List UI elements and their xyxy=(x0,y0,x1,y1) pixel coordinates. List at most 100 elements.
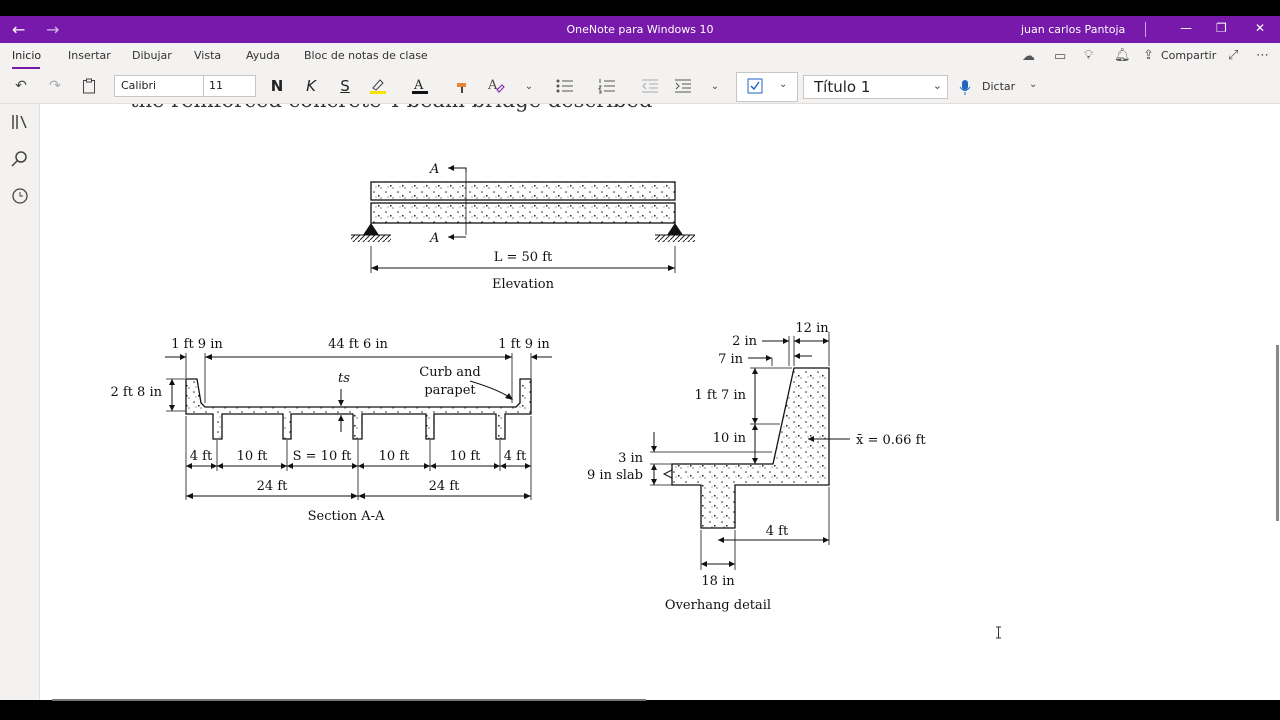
half-width-right: 24 ft xyxy=(429,479,460,494)
slab-thickness-label: ts xyxy=(338,371,350,386)
todo-checkbox-icon xyxy=(747,78,763,98)
back-arrow-icon[interactable]: ← xyxy=(12,20,26,39)
elevation-caption: Elevation xyxy=(492,277,555,292)
spacing-10ft-1: 10 ft xyxy=(237,449,268,464)
more-options-icon[interactable]: ⋯ xyxy=(1256,48,1269,63)
svg-text:A: A xyxy=(413,78,424,93)
spacing-10ft-2: 10 ft xyxy=(379,449,410,464)
svg-text:A: A xyxy=(487,78,498,93)
increase-indent-icon[interactable] xyxy=(673,76,693,96)
tab-bloc-de-notas[interactable]: Bloc de notas de clase xyxy=(304,49,428,62)
style-selector[interactable]: Título 1 ⌄ xyxy=(803,75,948,99)
sync-status-icon[interactable]: ☁ xyxy=(1022,49,1035,64)
bottom-black-band xyxy=(0,700,1280,720)
microphone-icon[interactable] xyxy=(958,79,972,99)
font-size[interactable]: 11 xyxy=(209,79,223,92)
bold-button[interactable]: N xyxy=(270,77,284,95)
spacing-s: S = 10 ft xyxy=(293,449,353,464)
style-name: Título 1 xyxy=(814,78,871,96)
paragraph-more-chevron-icon[interactable]: ⌄ xyxy=(710,80,720,92)
numbered-list-icon[interactable] xyxy=(597,76,617,96)
tab-dibujar[interactable]: Dibujar xyxy=(132,49,172,62)
top-black-band xyxy=(0,0,1280,16)
font-box-divider xyxy=(203,76,204,96)
bridge-figure: the reinforced concrete T-beam bridge de… xyxy=(110,104,1001,639)
style-chevron-icon: ⌄ xyxy=(932,79,942,92)
fullscreen-icon[interactable]: ⤢ xyxy=(1228,48,1239,63)
text-cursor-icon xyxy=(996,626,1001,639)
tab-vista[interactable]: Vista xyxy=(194,49,222,62)
forward-arrow-icon[interactable]: → xyxy=(46,20,60,39)
notification-bell-icon[interactable]: 🔔︎ xyxy=(1114,48,1131,63)
horizontal-scrollbar[interactable] xyxy=(52,699,646,701)
share-button[interactable]: Compartir xyxy=(1161,49,1217,62)
maximize-icon[interactable]: ❐ xyxy=(1216,21,1227,35)
heading-fragment: the reinforced concrete T-beam bridge de… xyxy=(130,104,652,112)
share-icon[interactable]: ⇪ xyxy=(1143,48,1154,63)
bullet-list-icon[interactable] xyxy=(555,76,575,96)
right-support xyxy=(667,223,683,235)
todo-tag-box[interactable]: ⌄ xyxy=(736,72,798,102)
centroid-xbar: x̄ = 0.66 ft xyxy=(856,433,926,448)
dim-3in: 3 in xyxy=(618,451,644,466)
more-format-chevron-icon[interactable]: ⌄ xyxy=(524,80,534,92)
span-length: L = 50 ft xyxy=(494,250,553,265)
app-title: OneNote para Windows 10 xyxy=(566,23,714,36)
dim-7in: 7 in xyxy=(718,352,744,367)
titlebar-divider xyxy=(1145,22,1146,37)
lightbulb-icon[interactable]: 💡︎ xyxy=(1084,48,1094,63)
recent-notes-clock-icon[interactable] xyxy=(10,187,30,207)
font-name: Calibri xyxy=(121,79,157,92)
left-sidebar xyxy=(0,104,40,700)
notebooks-library-icon[interactable] xyxy=(10,114,30,134)
font-color-icon[interactable]: A xyxy=(410,76,430,96)
notebooks-icon[interactable]: ▭ xyxy=(1054,49,1067,64)
title-bar: ← → OneNote para Windows 10 juan carlos … xyxy=(0,16,1280,43)
clipboard-icon[interactable] xyxy=(80,76,98,96)
dim-1ft7in: 1 ft 7 in xyxy=(694,388,746,403)
user-name[interactable]: juan carlos Pantoja xyxy=(1021,23,1126,36)
dim-right-curb: 1 ft 9 in xyxy=(498,337,550,352)
spacing-4ft-right: 4 ft xyxy=(504,449,527,464)
dim-roadway: 44 ft 6 in xyxy=(328,337,388,352)
slab-thickness-9in: 9 in slab xyxy=(587,468,643,483)
tab-insertar[interactable]: Insertar xyxy=(68,49,111,62)
note-page[interactable]: the reinforced concrete T-beam bridge de… xyxy=(40,104,1280,700)
highlighter-icon[interactable] xyxy=(368,76,388,96)
section-mark-bottom: A xyxy=(429,231,439,246)
spacing-10ft-3: 10 ft xyxy=(450,449,481,464)
underline-button[interactable]: S xyxy=(340,77,350,95)
spacing-4ft-left: 4 ft xyxy=(190,449,213,464)
section-mark-top: A xyxy=(429,162,439,177)
dim-12in: 12 in xyxy=(795,321,829,336)
dim-left-curb: 1 ft 9 in xyxy=(171,337,223,352)
italic-button[interactable]: K xyxy=(306,77,316,95)
format-painter-icon[interactable] xyxy=(453,76,473,96)
dictate-button[interactable]: Dictar xyxy=(982,80,1016,93)
curb-label-line1: Curb and xyxy=(419,365,480,380)
close-icon[interactable]: ✕ xyxy=(1255,21,1266,35)
active-tab-indicator xyxy=(12,67,40,69)
tab-inicio[interactable]: Inicio xyxy=(12,49,42,62)
section-caption: Section A-A xyxy=(308,509,385,524)
redo-icon[interactable]: ↷ xyxy=(49,78,61,94)
dictate-chevron-icon[interactable]: ⌄ xyxy=(1029,79,1038,90)
search-icon[interactable] xyxy=(10,150,30,170)
vertical-scrollbar[interactable] xyxy=(1276,345,1279,521)
curb-label-line2: parapet xyxy=(424,383,476,398)
left-support xyxy=(363,223,379,235)
decrease-indent-icon[interactable] xyxy=(640,76,660,96)
overhang-caption: Overhang detail xyxy=(665,598,771,613)
dim-2in: 2 in xyxy=(732,334,758,349)
dim-10in: 10 in xyxy=(713,431,747,446)
curb-height: 2 ft 8 in xyxy=(110,385,162,400)
clear-formatting-icon[interactable]: A xyxy=(486,76,506,96)
minimize-icon[interactable]: — xyxy=(1180,21,1192,35)
tab-ayuda[interactable]: Ayuda xyxy=(246,49,280,62)
half-width-left: 24 ft xyxy=(257,479,288,494)
font-selector[interactable]: Calibri 11 xyxy=(114,75,256,97)
tag-chevron-icon: ⌄ xyxy=(779,79,788,90)
dim-18in: 18 in xyxy=(701,574,735,589)
undo-icon[interactable]: ↶ xyxy=(15,78,27,94)
dim-4ft: 4 ft xyxy=(766,524,789,539)
